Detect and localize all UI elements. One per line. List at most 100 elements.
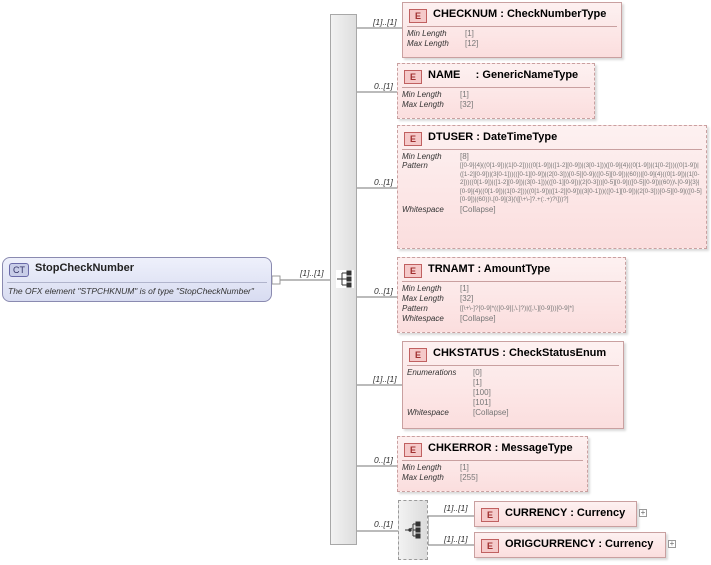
element-title: NAME : GenericNameType — [428, 69, 578, 81]
facet-name — [407, 398, 473, 408]
element-badge: E — [404, 70, 422, 84]
element-badge: E — [404, 264, 422, 278]
chkerror-occurrence: 0..[1] — [374, 455, 393, 465]
element-trnamt[interactable]: E TRNAMT : AmountType Min Length [1] Max … — [397, 257, 626, 333]
facet-value: [[\+\-]?[0-9]*(([0-9][,\.]?)|([,\.][0-9]… — [460, 305, 574, 312]
element-currency[interactable]: E CURRENCY : Currency — [474, 501, 637, 527]
facet-row: Min Length [1] — [402, 284, 621, 294]
facet-name: Min Length — [402, 284, 442, 293]
facet-list: Min Length [1] Max Length[32] Pattern [[\+… — [402, 284, 621, 324]
facet-value: [32] — [460, 100, 474, 109]
facet-list: Enumerations[0] [1] [100] [101] Whitespa… — [407, 368, 619, 418]
facet-name: Max Length — [402, 473, 444, 482]
dtuser-occurrence: 0..[1] — [374, 177, 393, 187]
element-title: CHECKNUM : CheckNumberType — [433, 8, 606, 20]
facet-name: Max Length — [402, 100, 444, 109]
facet-value: [[0-9]{4}((0[1-9])|(1[0-2]))((0[1-9])|([… — [460, 162, 702, 204]
facet-row: Max Length [12] — [407, 39, 617, 49]
origcurrency-occurrence: [1]..[1] — [444, 534, 468, 544]
facet-row: [100] — [407, 388, 619, 398]
element-name: CHKSTATUS — [433, 347, 500, 359]
facet-row: Min Length [1] — [407, 29, 617, 39]
facet-value: [12] — [465, 39, 479, 48]
choice-icon — [405, 521, 421, 539]
element-name: NAME — [428, 69, 461, 81]
facet-value: [Collapse] — [460, 204, 496, 214]
element-title: DTUSER : DateTimeType — [428, 131, 557, 143]
facet-row: Whitespace[Collapse] — [402, 314, 621, 324]
facet-name: Whitespace — [407, 408, 449, 417]
element-title: CHKSTATUS : CheckStatusEnum — [433, 347, 606, 359]
element-name: TRNAMT — [428, 263, 475, 275]
element-divider — [407, 26, 617, 27]
element-checknum[interactable]: E CHECKNUM : CheckNumberType Min Length[… — [402, 2, 622, 58]
complex-type-box[interactable]: CT StopCheckNumber The OFX element "STPC… — [2, 257, 272, 302]
expand-origcurrency-icon[interactable]: + — [668, 539, 676, 548]
facet-row: Pattern [[\+\-]?[0-9]*(([0-9][,\.]?)|([,\… — [402, 304, 621, 314]
element-name: CURRENCY — [505, 507, 568, 519]
element-chkerror[interactable]: E CHKERROR : MessageType Min Length[1] M… — [397, 436, 588, 492]
facet-value: [1] — [465, 29, 474, 38]
facet-value: [Collapse] — [473, 408, 509, 417]
element-badge: E — [404, 132, 422, 146]
element-type: : CheckStatusEnum — [502, 347, 607, 359]
facet-name: Max Length — [407, 39, 449, 48]
facet-value: [1] — [473, 378, 482, 387]
facet-value: [101] — [473, 398, 491, 407]
facet-value: [255] — [460, 473, 478, 482]
element-type: : MessageType — [494, 442, 573, 454]
element-type: : AmountType — [477, 263, 551, 275]
element-divider — [402, 460, 583, 461]
complex-type-divider — [7, 282, 267, 283]
element-name: CHECKNUM — [433, 8, 498, 20]
facet-name: Min Length — [407, 29, 447, 38]
element-type: : DateTimeType — [476, 131, 558, 143]
element-title: TRNAMT : AmountType — [428, 263, 550, 275]
expand-currency-icon[interactable]: + — [639, 508, 647, 517]
facet-value: [1] — [460, 90, 469, 99]
element-dtuser[interactable]: E DTUSER : DateTimeType Min Length[8] Pa… — [397, 125, 707, 249]
facet-name: Pattern — [402, 304, 428, 313]
element-title: CHKERROR : MessageType — [428, 442, 573, 454]
complex-type-documentation: The OFX element "STPCHKNUM" is of type "… — [8, 286, 254, 296]
facet-row: Enumerations[0] — [407, 368, 619, 378]
facet-name — [407, 388, 473, 398]
element-divider — [402, 281, 621, 282]
element-badge: E — [409, 348, 427, 362]
facet-list: Min Length[1] Max Length [32] — [402, 90, 590, 110]
element-divider — [402, 149, 702, 150]
complex-type-occurrence: [1]..[1] — [300, 268, 324, 278]
facet-value: [100] — [473, 388, 491, 397]
element-name[interactable]: E NAME : GenericNameType Min Length[1] M… — [397, 63, 595, 119]
facet-list: Min Length[1] Max Length[255] — [402, 463, 583, 483]
facet-row: Pattern [[0-9]{4}((0[1-9])|(1[0-2]))((0[1… — [402, 161, 702, 205]
facet-row: Max Length[32] — [402, 294, 621, 304]
facet-list: Min Length [1] Max Length [12] — [407, 29, 617, 49]
element-divider — [407, 365, 619, 366]
facet-name: Pattern — [402, 161, 428, 170]
element-badge: E — [481, 508, 499, 522]
name-occurrence: 0..[1] — [374, 81, 393, 91]
facet-row: Max Length [32] — [402, 100, 590, 110]
sequence-icon — [336, 270, 354, 288]
currency-occurrence: [1]..[1] — [444, 503, 468, 513]
element-origcurrency[interactable]: E ORIGCURRENCY : Currency — [474, 532, 666, 558]
element-type: : Currency — [598, 538, 654, 550]
element-name: DTUSER — [428, 131, 474, 143]
facet-name: Min Length — [402, 152, 442, 161]
element-chkstatus[interactable]: E CHKSTATUS : CheckStatusEnum Enumeratio… — [402, 341, 624, 429]
complex-type-name: StopCheckNumber — [35, 262, 135, 274]
facet-name — [407, 378, 473, 388]
element-title: CURRENCY : Currency — [505, 507, 625, 519]
complex-type-badge: CT — [9, 263, 29, 277]
facet-name: Whitespace — [402, 204, 444, 214]
facet-row: Max Length [255] — [402, 473, 583, 483]
facet-row: Min Length[1] — [402, 90, 590, 100]
trnamt-occurrence: 0..[1] — [374, 286, 393, 296]
facet-value: [Collapse] — [460, 314, 496, 323]
element-type: : CheckNumberType — [500, 8, 607, 20]
facet-value: [1] — [460, 284, 469, 293]
facet-row: [1] — [407, 378, 619, 388]
facet-row: Whitespace [Collapse] — [407, 408, 619, 418]
